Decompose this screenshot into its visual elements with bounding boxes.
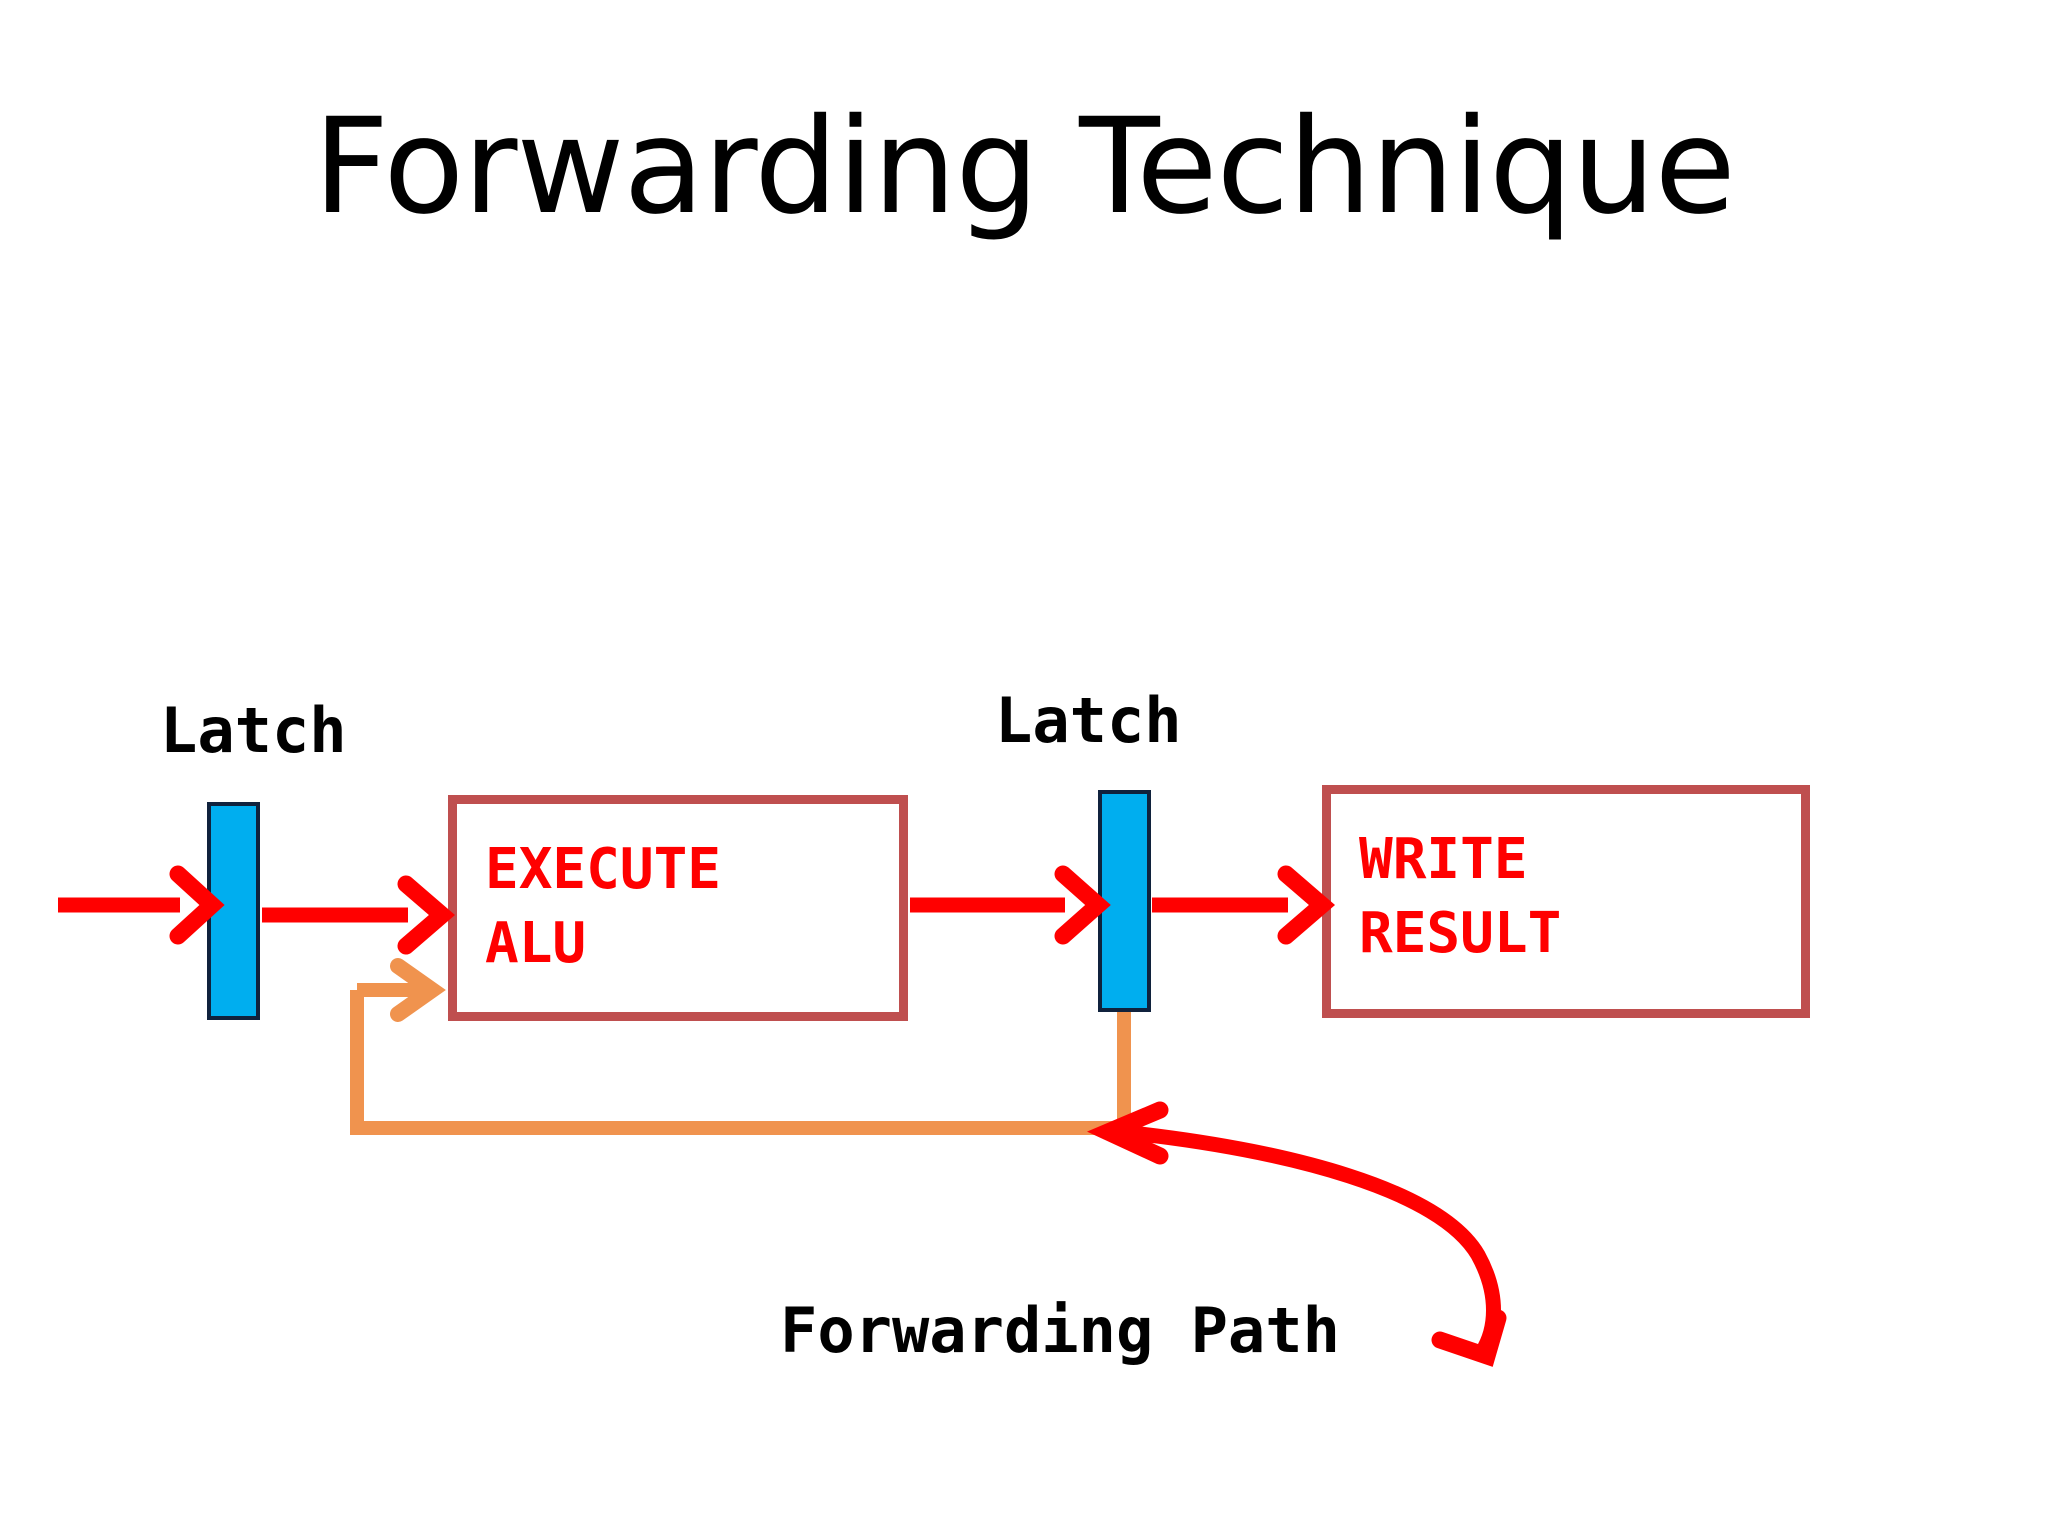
page-title: Forwarding Technique: [313, 90, 1736, 244]
execute-stage-box: EXECUTE ALU: [448, 795, 908, 1021]
latch-2-label: Latch: [995, 684, 1182, 757]
execute-stage-line-2: ALU: [485, 911, 587, 977]
latch-1-label: Latch: [160, 694, 347, 767]
latch-1-bar: [207, 802, 260, 1020]
input-to-latch-1-arrow: [58, 865, 225, 945]
write-stage-line-1: WRITE: [1359, 827, 1528, 892]
latch-2-bar: [1098, 790, 1151, 1012]
latch-1-to-execute-arrow: [262, 875, 456, 955]
forwarding-path-label: Forwarding Path: [780, 1294, 1340, 1367]
latch-2-to-write-arrow: [1152, 865, 1336, 945]
execute-to-latch-2-arrow: [910, 865, 1111, 945]
write-stage-box: WRITE RESULT: [1322, 785, 1810, 1018]
execute-stage-line-1: EXECUTE: [485, 837, 722, 902]
write-stage-line-2: RESULT: [1359, 901, 1562, 967]
